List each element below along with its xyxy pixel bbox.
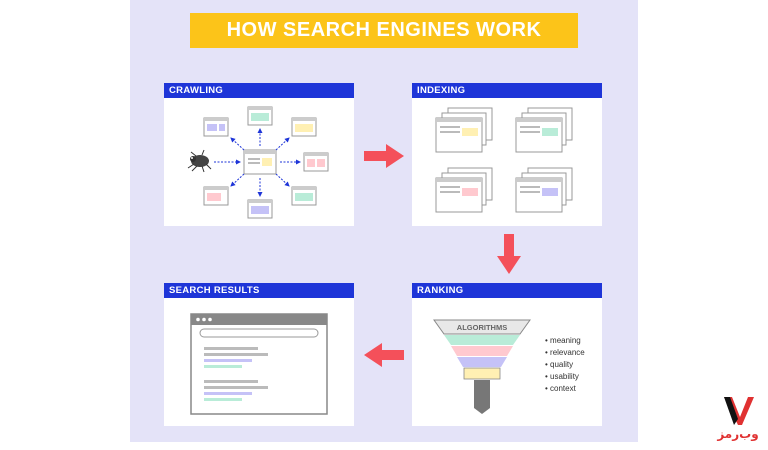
indexing-illustration — [412, 98, 602, 226]
arrow-crawl-to-index-icon — [364, 144, 404, 168]
page-icon-bottom-left — [203, 186, 229, 206]
page-icon-bottom-right — [291, 186, 317, 206]
page-icon-right — [303, 152, 329, 172]
crawling-header: CRAWLING — [164, 83, 354, 98]
factor-context: • context — [545, 384, 577, 393]
factor-quality: • quality — [545, 360, 573, 369]
page-icon-top — [247, 106, 273, 126]
arrow-index-to-rank-icon — [497, 234, 521, 274]
page-stack-bottom-left — [435, 167, 493, 213]
ranking-factors-list: • meaning • relevance • quality • usabil… — [545, 336, 585, 393]
diagram-title: HOW SEARCH ENGINES WORK — [190, 13, 578, 48]
crawling-panel: CRAWLING — [164, 83, 354, 226]
crawl-arrows — [214, 128, 301, 197]
page-stack-top-left — [435, 107, 493, 153]
page-icon-top-right — [291, 117, 317, 137]
central-page-icon — [243, 149, 277, 175]
indexing-header: INDEXING — [412, 83, 602, 98]
page-icon-top-left — [203, 117, 229, 137]
factor-relevance: • relevance — [545, 348, 585, 357]
algorithm-funnel-icon: ALGORITHMS — [433, 319, 531, 414]
arrow-rank-to-results-icon — [364, 343, 404, 367]
browser-window-icon — [190, 313, 328, 415]
ranking-panel: RANKING ALGORITHMS • meaning • relevance… — [412, 283, 602, 426]
indexing-panel: INDEXING — [412, 83, 602, 226]
watermark-text: وب‌رمز — [717, 427, 759, 441]
search-results-illustration — [164, 298, 354, 426]
page-stack-bottom-right — [515, 167, 573, 213]
spider-icon — [187, 149, 212, 173]
logo-mark-icon — [724, 397, 754, 425]
ranking-header: RANKING — [412, 283, 602, 298]
ranking-illustration: ALGORITHMS • meaning • relevance • quali… — [412, 298, 602, 426]
page-stack-top-right — [515, 107, 573, 153]
search-results-header: SEARCH RESULTS — [164, 283, 354, 298]
factor-meaning: • meaning — [545, 336, 581, 345]
funnel-label: ALGORITHMS — [457, 323, 507, 332]
factor-usability: • usability — [545, 372, 579, 381]
page-icon-bottom — [247, 199, 273, 219]
search-results-panel: SEARCH RESULTS — [164, 283, 354, 426]
crawling-illustration — [164, 98, 354, 226]
watermark-logo: وب‌رمز — [714, 395, 762, 445]
